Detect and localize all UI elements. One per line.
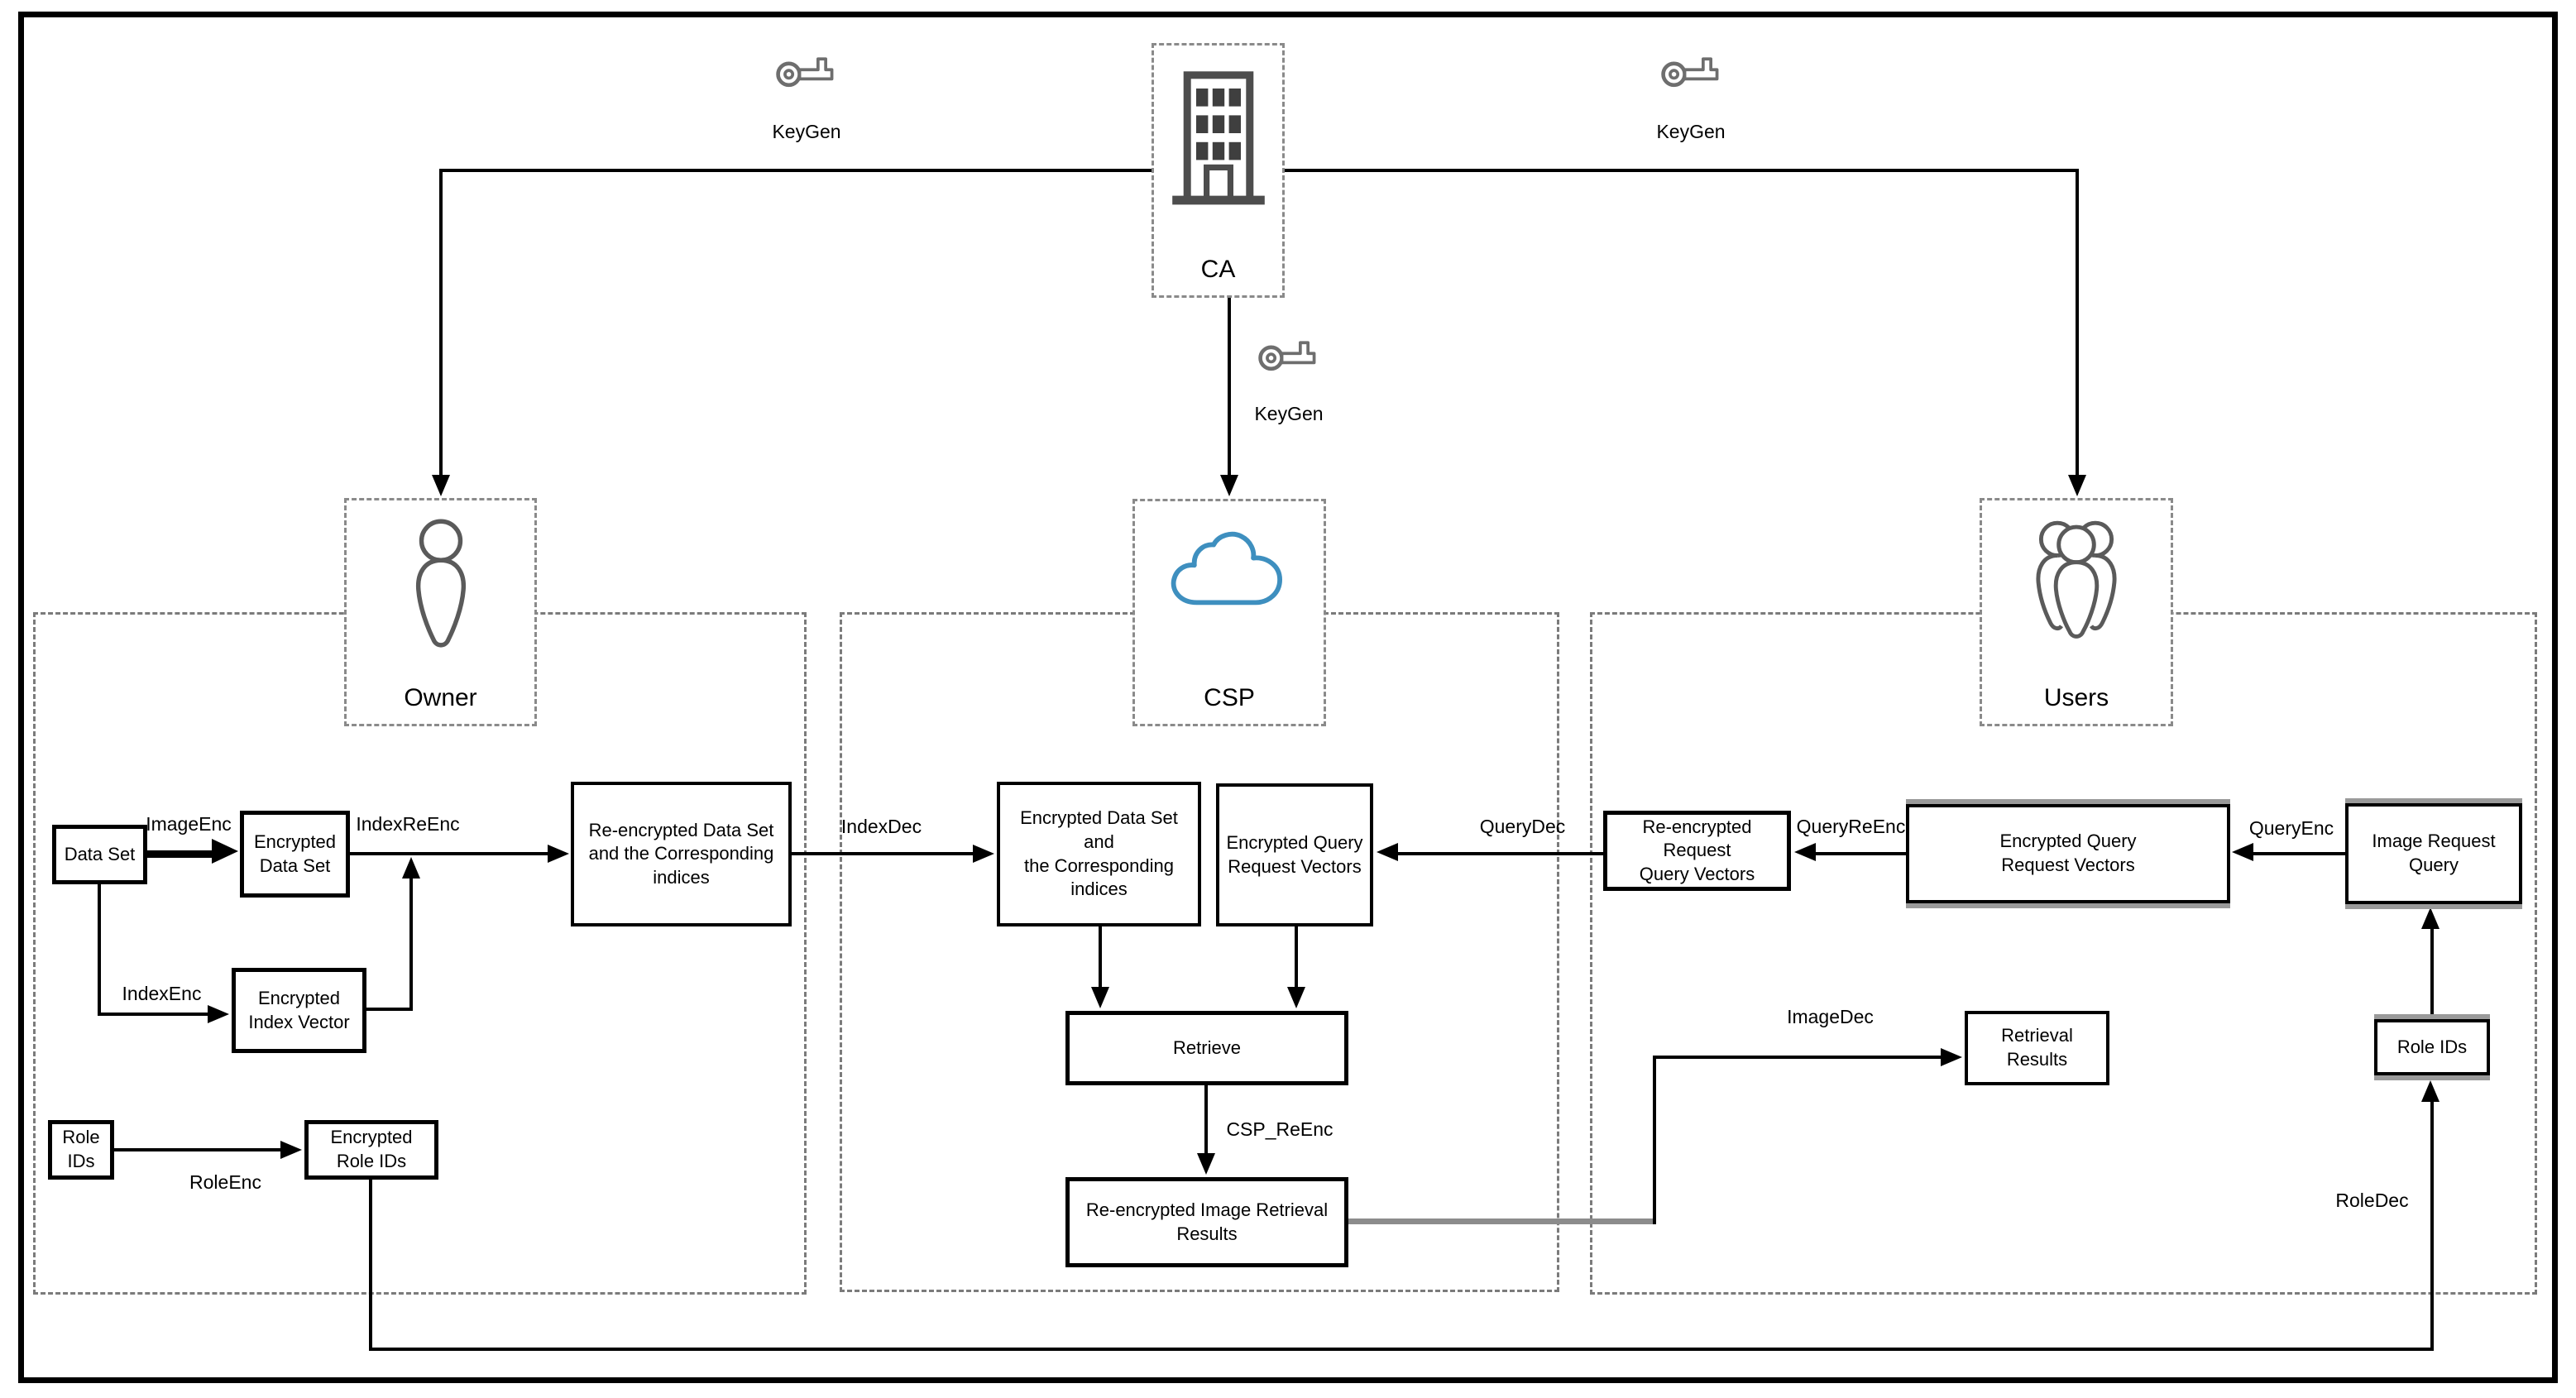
person-icon bbox=[415, 519, 466, 648]
node-retrieval-results: Retrieval Results bbox=[1965, 1011, 2109, 1085]
keygen-line-left-v bbox=[439, 169, 443, 475]
roleids-up-line bbox=[2430, 926, 2434, 1019]
roledec-spine-line bbox=[2430, 1100, 2434, 1351]
key-icon-center bbox=[1258, 341, 1316, 371]
owner-entity-box: Owner bbox=[344, 498, 537, 726]
arrowhead-cspreenc bbox=[1197, 1153, 1215, 1175]
node-csp-encrypted-data-set: Encrypted Data Set and the Corresponding… bbox=[997, 782, 1201, 926]
queryenc-label: QueryEnc bbox=[2248, 817, 2334, 839]
arrowhead-csp-query-down bbox=[1287, 987, 1305, 1008]
node-encrypted-index-vector: Encrypted Index Vector bbox=[232, 968, 366, 1053]
cspreenc-label: CSP_ReEnc bbox=[1226, 1118, 1333, 1140]
encrole-down-line bbox=[369, 1180, 372, 1351]
queryenc-arrow-line bbox=[2253, 852, 2345, 855]
queryreenc-arrow-line bbox=[1814, 852, 1906, 855]
users-entity-box: Users bbox=[1980, 498, 2173, 726]
keygen-left-label: KeyGen bbox=[772, 121, 841, 142]
keygen-line-center-v bbox=[1228, 298, 1231, 475]
results-gray-line bbox=[1348, 1218, 1656, 1224]
indexdec-arrow-line bbox=[792, 852, 974, 855]
roledec-label: RoleDec bbox=[2335, 1190, 2409, 1211]
key-icon-right bbox=[1661, 57, 1719, 88]
indexenc-label: IndexEnc bbox=[122, 983, 202, 1004]
arrowhead-csp-ds-down bbox=[1091, 987, 1109, 1008]
ca-entity-box: CA bbox=[1152, 43, 1285, 298]
indexreenc-arrow-line bbox=[350, 852, 549, 855]
node-users-encrypted-query: Encrypted Query Request Vectors bbox=[1906, 804, 2230, 903]
csp-ds-down-line bbox=[1099, 926, 1102, 989]
node-encrypted-role-ids: Encrypted Role IDs bbox=[304, 1120, 438, 1180]
arrowhead-querydec bbox=[1377, 843, 1398, 861]
indexvector-junction-h bbox=[366, 1008, 411, 1011]
key-icon-left bbox=[776, 57, 834, 88]
node-reencrypted-image-results: Re-encrypted Image Retrieval Results bbox=[1065, 1177, 1348, 1267]
arrowhead-indexdec bbox=[973, 845, 994, 863]
indexenc-arrow-line bbox=[98, 1013, 209, 1016]
arrowhead-owner bbox=[432, 475, 450, 496]
arrowhead-indexenc bbox=[208, 1005, 229, 1023]
users-label: Users bbox=[2043, 684, 2109, 711]
arrowhead-csp bbox=[1220, 475, 1238, 496]
results-conn-v bbox=[1653, 1056, 1656, 1224]
csp-label: CSP bbox=[1204, 684, 1255, 711]
arrowhead-users bbox=[2068, 475, 2086, 496]
building-icon bbox=[1171, 71, 1265, 205]
imagedec-arrow-line bbox=[1653, 1056, 1942, 1059]
keygen-line-right-v bbox=[2076, 169, 2079, 475]
arrowhead-roleids-up bbox=[2421, 907, 2440, 929]
retrieve-down-line bbox=[1204, 1085, 1208, 1156]
node-data-set: Data Set bbox=[52, 825, 147, 884]
arrowhead-queryreenc bbox=[1794, 843, 1816, 861]
outer-frame bbox=[18, 12, 2558, 1383]
arrowhead-imageenc bbox=[212, 839, 238, 864]
keygen-center-label: KeyGen bbox=[1254, 403, 1324, 424]
queryreenc-label: QueryReEnc bbox=[1796, 816, 1906, 837]
ca-label: CA bbox=[1200, 256, 1236, 283]
imageenc-label: ImageEnc bbox=[146, 813, 232, 835]
arrowhead-roleenc bbox=[280, 1141, 302, 1159]
node-image-request-query: Image Request Query bbox=[2345, 803, 2522, 904]
arrowhead-imagedec bbox=[1941, 1048, 1962, 1066]
arrowhead-queryenc bbox=[2232, 843, 2253, 861]
csp-entity-box: CSP bbox=[1132, 499, 1326, 726]
dataset-down-line bbox=[98, 884, 101, 1016]
roleenc-label: RoleEnc bbox=[189, 1171, 261, 1193]
imageenc-arrow-line bbox=[147, 850, 215, 858]
keygen-right-label: KeyGen bbox=[1656, 121, 1726, 142]
users-icon bbox=[2036, 520, 2117, 639]
roleenc-arrow-line bbox=[114, 1148, 282, 1151]
csp-query-down-line bbox=[1295, 926, 1298, 989]
bottom-long-line bbox=[369, 1348, 2434, 1351]
querydec-arrow-line bbox=[1398, 852, 1603, 855]
cloud-icon bbox=[1171, 531, 1282, 606]
imagedec-label: ImageDec bbox=[1787, 1006, 1874, 1027]
node-role-ids-users: Role IDs bbox=[2374, 1019, 2490, 1075]
node-csp-encrypted-query: Encrypted Query Request Vectors bbox=[1216, 783, 1373, 926]
node-encrypted-data-set: Encrypted Data Set bbox=[240, 811, 350, 898]
owner-label: Owner bbox=[404, 684, 477, 711]
indexvector-junction-v bbox=[409, 875, 413, 1011]
keygen-line-right-h bbox=[1285, 169, 2077, 172]
querydec-label: QueryDec bbox=[1479, 816, 1566, 837]
arrowhead-roledec bbox=[2421, 1080, 2440, 1102]
indexdec-label: IndexDec bbox=[840, 816, 922, 837]
indexreenc-label: IndexReEnc bbox=[356, 813, 460, 835]
node-role-ids-owner: Role IDs bbox=[48, 1120, 114, 1180]
node-reencrypted-data-set: Re-encrypted Data Set and the Correspond… bbox=[571, 782, 792, 926]
node-retrieve: Retrieve bbox=[1065, 1011, 1348, 1085]
keygen-line-left-h bbox=[441, 169, 1152, 172]
arrowhead-indexreenc bbox=[548, 845, 569, 863]
node-reencrypted-request: Re-encrypted Request Query Vectors bbox=[1603, 811, 1791, 891]
arrowhead-junction-up bbox=[402, 857, 420, 879]
